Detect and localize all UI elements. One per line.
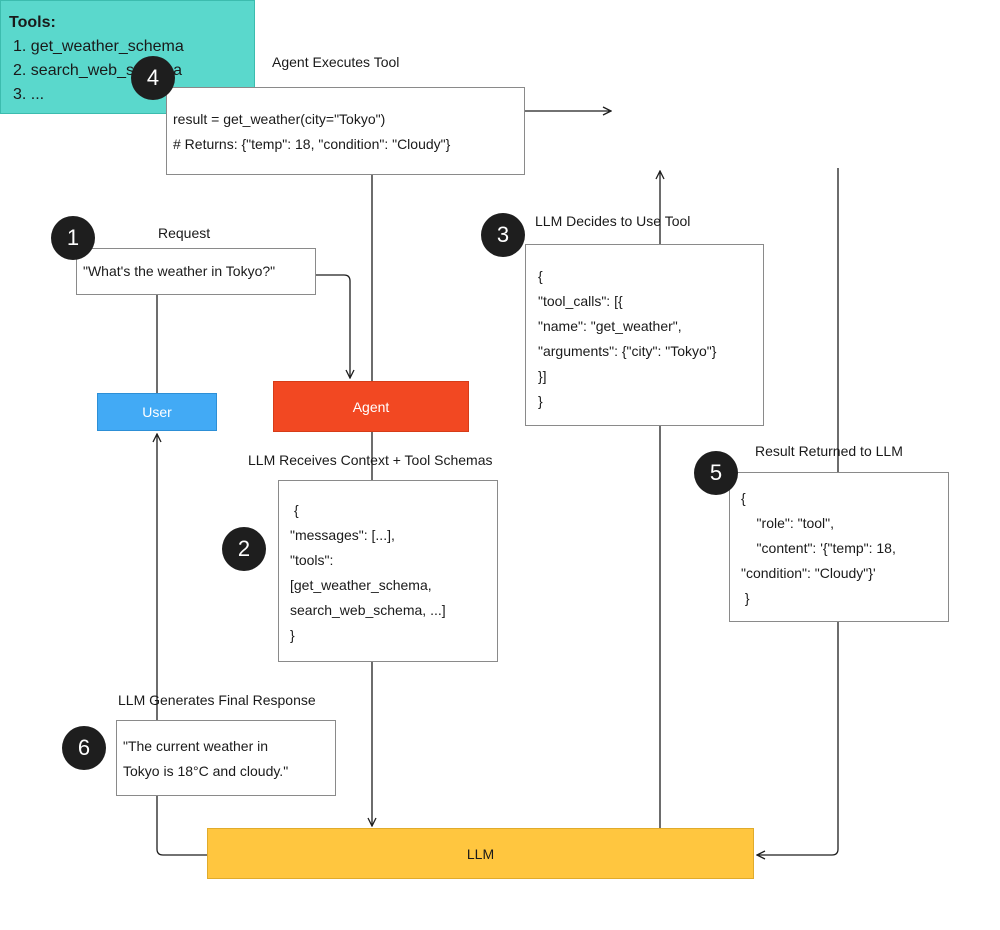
llm-to-user-arrow	[157, 434, 207, 856]
step-4-line: result = get_weather(city="Tokyo")	[173, 111, 386, 127]
step-1-badge: 1	[51, 216, 95, 260]
step-2-line: [get_weather_schema,	[290, 577, 432, 593]
step-6-badge: 6	[62, 726, 106, 770]
llm-node: LLM	[207, 828, 754, 879]
step-5-line: "role": "tool",	[741, 515, 835, 531]
step-5-badge: 5	[694, 451, 738, 495]
step-3-badge: 3	[481, 213, 525, 257]
step-2-label: LLM Receives Context + Tool Schemas	[248, 452, 493, 468]
step-6-line: Tokyo is 18°C and cloudy."	[123, 763, 289, 779]
step-1-text: "What's the weather in Tokyo?"	[83, 263, 276, 279]
tools-item: 1. get_weather_schema	[13, 38, 184, 55]
step-2-badge: 2	[222, 527, 266, 571]
step-5-box: { "role": "tool", "content": '{"temp": 1…	[729, 472, 949, 622]
step-2-box: { "messages": [...], "tools": [get_weath…	[278, 480, 498, 662]
step-5-label: Result Returned to LLM	[755, 443, 903, 459]
tools-to-llm-arrow	[757, 168, 839, 855]
step-6-line: "The current weather in	[123, 738, 269, 754]
step-1-box: "What's the weather in Tokyo?"	[76, 248, 316, 295]
step-3-line: "arguments": {"city": "Tokyo"}	[538, 343, 717, 359]
step-4-box: result = get_weather(city="Tokyo") # Ret…	[166, 87, 525, 175]
user-node: User	[97, 393, 217, 431]
tools-title: Tools:	[9, 14, 56, 31]
step-2-line: }	[290, 627, 295, 643]
step-4-badge: 4	[131, 56, 175, 100]
step-2-line: {	[294, 502, 299, 518]
step-5-line: "condition": "Cloudy"}'	[741, 565, 876, 581]
step-3-line: "name": "get_weather",	[538, 318, 682, 334]
step-3-line: {	[538, 268, 543, 284]
step-3-line: }]	[538, 368, 547, 384]
step-3-label: LLM Decides to Use Tool	[535, 213, 691, 229]
step-3-line: }	[538, 393, 543, 409]
step-6-label: LLM Generates Final Response	[118, 692, 316, 708]
step-2-line: search_web_schema, ...]	[290, 602, 446, 618]
agent-node: Agent	[273, 381, 469, 432]
step-4-label: Agent Executes Tool	[272, 54, 400, 70]
step-5-line: }	[741, 590, 750, 606]
step-3-box: { "tool_calls": [{ "name": "get_weather"…	[525, 244, 764, 426]
step-2-line: "tools":	[290, 552, 334, 568]
request-to-agent-arrow	[316, 274, 350, 378]
step-4-line: # Returns: {"temp": 18, "condition": "Cl…	[173, 136, 451, 152]
step-5-line: "content": '{"temp": 18,	[741, 540, 896, 556]
step-1-label: Request	[158, 225, 211, 241]
step-5-line: {	[741, 490, 746, 506]
step-2-line: "messages": [...],	[290, 527, 395, 543]
step-3-line: "tool_calls": [{	[538, 293, 623, 309]
tools-item: 3. ...	[13, 86, 45, 103]
step-6-box: "The current weather in Tokyo is 18°C an…	[116, 720, 336, 796]
